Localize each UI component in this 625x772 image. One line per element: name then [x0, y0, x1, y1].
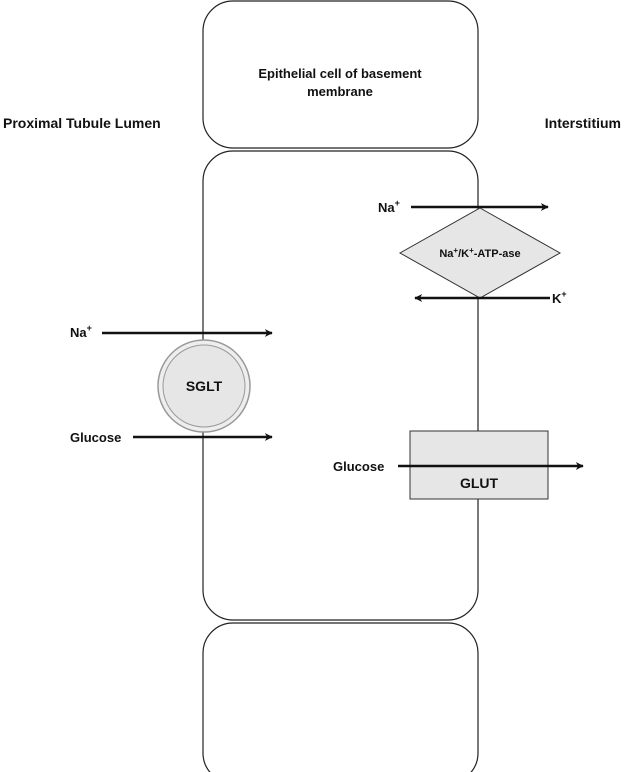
interstitium-label: Interstitium — [545, 115, 621, 131]
top-cell — [202, 0, 479, 149]
na-label-left: Na+ — [70, 323, 92, 340]
k-label: K+ — [552, 289, 567, 306]
top-cell-label-2: membrane — [307, 84, 373, 99]
glut-label: GLUT — [460, 475, 499, 491]
glucose-label-right: Glucose — [333, 459, 384, 474]
lumen-label: Proximal Tubule Lumen — [3, 115, 161, 131]
sglt-transporter — [162, 344, 246, 428]
pump-label: Na+/K+-ATP-ase — [439, 246, 520, 260]
bottom-cell — [202, 622, 479, 772]
sglt-label: SGLT — [186, 378, 223, 394]
top-cell-label-1: Epithelial cell of basement — [258, 66, 422, 81]
na-label-right: Na+ — [378, 198, 400, 215]
glucose-label-left: Glucose — [70, 430, 121, 445]
